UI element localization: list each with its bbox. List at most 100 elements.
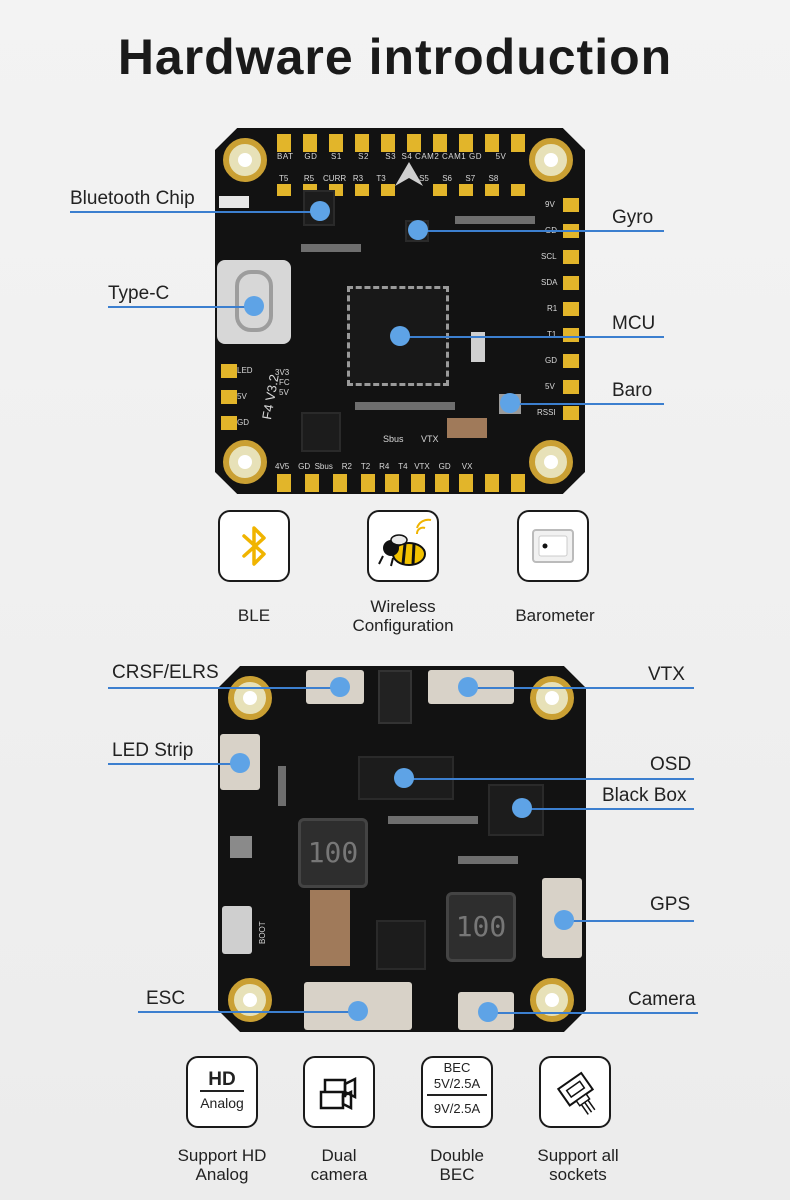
bee-wireless-icon — [378, 518, 432, 567]
mount-hole-back-bottom-left — [228, 978, 272, 1022]
feature-hd-analog-card: HD Analog — [186, 1056, 258, 1128]
silk-right-9v: 9V — [545, 200, 555, 209]
passive-components-row — [301, 244, 361, 252]
marker-esc — [348, 1001, 368, 1021]
inductor-2: 100 — [446, 892, 516, 962]
silk-right-5v: 5V — [545, 382, 555, 391]
feature-hd-analog-label: Support HD Analog — [162, 1146, 282, 1184]
capacitor-block — [447, 418, 487, 438]
line-gps — [564, 920, 694, 922]
feature-ble-card — [218, 510, 290, 582]
dual-camera-icon — [319, 1076, 357, 1111]
silk-left-led: LED — [237, 366, 253, 375]
mount-hole-top-right — [529, 138, 573, 182]
feature-sockets-label-line1: Support all — [537, 1146, 619, 1165]
capacitor-bank — [310, 890, 350, 966]
passive-back-2 — [458, 856, 518, 864]
feature-sockets-label-line2: sockets — [549, 1165, 607, 1184]
label-gyro: Gyro — [612, 207, 654, 228]
marker-led-strip — [230, 753, 250, 773]
left-pad-5v — [221, 390, 237, 404]
silk-right-gd2: GD — [545, 356, 557, 365]
silk-power-3v3: 3V3 — [275, 368, 290, 377]
line-type-c — [108, 306, 254, 308]
marker-gyro — [408, 220, 428, 240]
marker-crsf-elrs — [330, 677, 350, 697]
line-mcu — [400, 336, 664, 338]
label-baro: Baro — [612, 380, 653, 401]
silk-right-rssi: RSSI — [537, 408, 556, 417]
silk-power-5v: 5V — [279, 388, 289, 397]
bec-text: BEC — [443, 1060, 471, 1075]
silk-right-scl: SCL — [541, 252, 557, 261]
feature-wireless-card — [367, 510, 439, 582]
feature-dual-camera-card — [303, 1056, 375, 1128]
line-bluetooth-chip — [70, 211, 320, 213]
boot-button — [222, 906, 252, 954]
silk-vtx: VTX — [421, 434, 439, 444]
silk-top-pads: BAT GD S1 S2 S3 S4 CAM2 CAM1 GD 5V — [277, 152, 507, 161]
regulator-chip — [301, 412, 341, 452]
inductor-1: 100 — [298, 818, 368, 888]
marker-bluetooth-chip — [310, 201, 330, 221]
label-vtx: VTX — [648, 664, 685, 685]
mount-hole-back-top-right — [530, 676, 574, 720]
passive-back-3 — [278, 766, 286, 806]
feature-dual-camera-label-line2: camera — [310, 1165, 368, 1184]
feature-wireless-label-line2: Configuration — [352, 616, 454, 635]
marker-osd — [394, 768, 414, 788]
line-crsf-elrs — [108, 687, 340, 689]
passive-components-row-2 — [455, 216, 535, 224]
mount-hole-top-left — [223, 138, 267, 182]
marker-camera — [478, 1002, 498, 1022]
feature-bec-card: BEC 5V/2.5A 9V/2.5A — [421, 1056, 493, 1128]
hd-text: HD — [200, 1070, 244, 1092]
label-type-c: Type-C — [108, 283, 170, 304]
page-title: Hardware introduction — [117, 29, 673, 85]
usb-type-c-port — [217, 260, 291, 344]
mount-hole-back-top-left — [228, 676, 272, 720]
marker-type-c — [244, 296, 264, 316]
silk-top-pads-row2: T5 R5 CURR R3 T3 S5 S6 S7 S8 — [279, 174, 499, 183]
led-component — [219, 196, 249, 208]
hd-analog-icon: HD Analog — [194, 1070, 250, 1112]
barometer-sensor-icon — [532, 529, 574, 563]
feature-barometer-card — [517, 510, 589, 582]
bec-5v-text: 5V/2.5A — [427, 1076, 487, 1096]
bec-icon: BEC 5V/2.5A 9V/2.5A — [423, 1060, 491, 1118]
left-pad-led — [221, 364, 237, 378]
label-black-box: Black Box — [602, 785, 687, 806]
marker-black-box — [512, 798, 532, 818]
feature-wireless-label: Wireless Configuration — [330, 597, 476, 635]
label-camera: Camera — [628, 989, 696, 1010]
feature-bec-label-line1: Double — [430, 1146, 484, 1165]
feature-hd-analog-label-line2: Analog — [195, 1165, 249, 1184]
crystal-component — [471, 332, 485, 362]
mount-hole-bottom-right — [529, 440, 573, 484]
flight-controller-back: BOOT 100 100 — [218, 666, 586, 1032]
line-osd — [404, 778, 694, 780]
label-osd: OSD — [650, 754, 692, 775]
label-crsf-elrs: CRSF/ELRS — [112, 662, 219, 683]
line-led-strip — [108, 763, 240, 765]
marker-mcu — [390, 326, 410, 346]
marker-gps — [554, 910, 574, 930]
line-black-box — [522, 808, 694, 810]
bluetooth-icon — [242, 526, 266, 566]
brand-arrow-icon — [395, 162, 423, 186]
line-baro — [510, 403, 664, 405]
led-back — [230, 836, 252, 858]
marker-baro — [500, 393, 520, 413]
passive-back-1 — [388, 816, 478, 824]
silk-boot: BOOT — [258, 921, 267, 944]
silk-left-5v: 5V — [237, 392, 247, 401]
silk-bottom-pads: 4V5 GD Sbus R2 T2 R4 T4 VTX GD VX — [275, 462, 473, 471]
line-esc — [138, 1011, 360, 1013]
mosfet-back — [378, 670, 412, 724]
sockets-icon — [556, 1071, 596, 1115]
label-mcu: MCU — [612, 313, 656, 334]
line-camera — [488, 1012, 698, 1014]
mount-hole-bottom-left — [223, 440, 267, 484]
analog-text: Analog — [200, 1095, 244, 1111]
label-bluetooth-chip: Bluetooth Chip — [70, 188, 195, 209]
